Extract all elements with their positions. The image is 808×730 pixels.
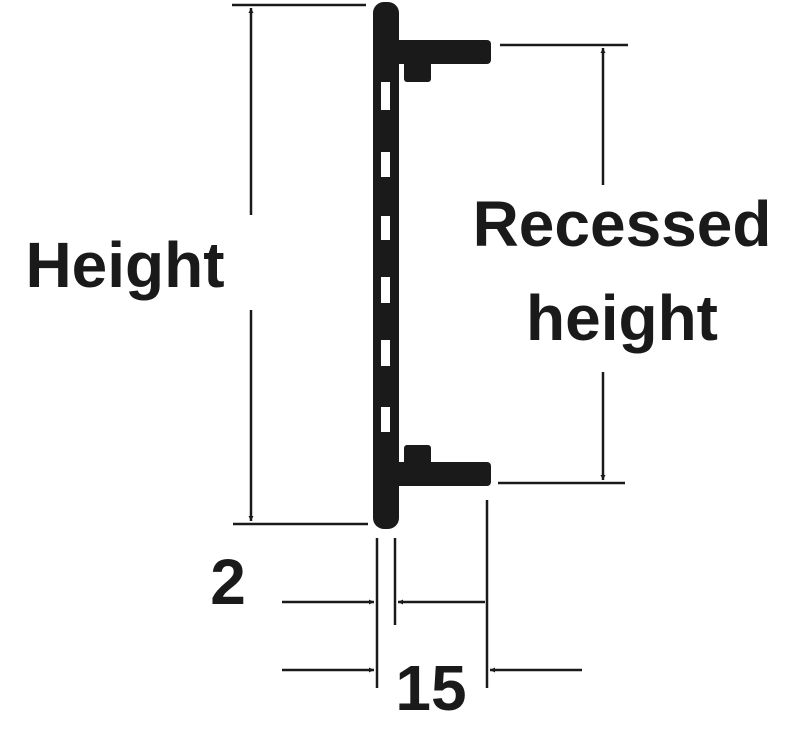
depth-dimension bbox=[282, 500, 582, 688]
handle-profile bbox=[373, 2, 491, 529]
profile-slots bbox=[381, 82, 390, 432]
thickness-label: 2 bbox=[210, 546, 246, 618]
height-label: Height bbox=[25, 229, 224, 301]
recessed-height-dimension bbox=[498, 43, 628, 485]
depth-label: 15 bbox=[395, 652, 466, 724]
recessed-label-line2: height bbox=[526, 282, 718, 354]
recessed-label-line1: Recessed bbox=[473, 188, 772, 260]
height-dimension bbox=[232, 3, 368, 526]
thickness-dimension bbox=[282, 538, 485, 688]
